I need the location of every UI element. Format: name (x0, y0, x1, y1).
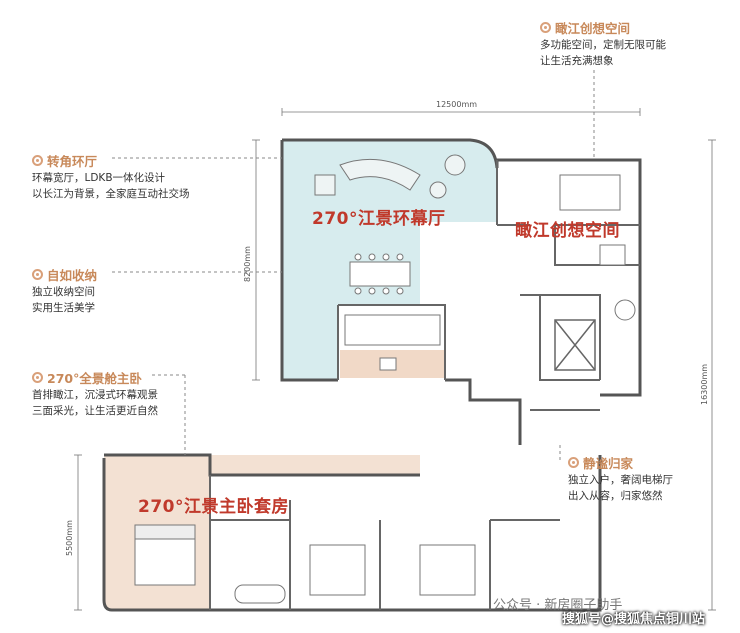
annotation-master-bedroom: 270°全景舱主卧 首排瞰江，沉浸式环幕观景 三面采光，让生活更近自然 (32, 368, 158, 419)
living-furniture (314, 154, 466, 199)
interior-walls (209, 160, 640, 610)
annotation-title: 静谧归家 (583, 456, 634, 471)
creative-room-furniture (559, 174, 636, 321)
room-label-master-suite: 270°江景主卧套房 (138, 497, 289, 517)
living-room-fill (282, 140, 497, 380)
elevator-core (554, 319, 596, 371)
annotation-line: 独立收纳空间 (32, 286, 95, 298)
watermark-sohu: 搜狐号@搜狐焦点铜川站 (562, 612, 706, 627)
watermark-wechat: 公众号 · 新房圈子助手 (493, 598, 623, 613)
bullet-ring-icon (32, 372, 43, 383)
dimension-total-depth: 16300mm (700, 363, 709, 405)
dining-table (349, 253, 411, 295)
annotation-title: 270°全景舱主卧 (47, 371, 142, 386)
bathtub (234, 584, 286, 604)
annotation-line: 以长江为背景，全家庭互动社交场 (32, 188, 190, 200)
annotation-storage: 自如收纳 独立收纳空间 实用生活美学 (32, 265, 97, 316)
annotation-corner-hall: 转角环厅 环幕宽厅，LDKB一体化设计 以长江为背景，全家庭互动社交场 (32, 151, 190, 202)
annotation-line: 环幕宽厅，LDKB一体化设计 (32, 172, 166, 184)
room-label-living: 270°江景环幕厅 (312, 209, 446, 229)
annotation-line: 独立入户，奢阔电梯厅 (568, 474, 673, 486)
annotation-creative-space: 瞰江创想空间 多功能空间，定制无限可能 让生活充满想象 (540, 18, 666, 69)
annotation-title: 瞰江创想空间 (555, 21, 631, 36)
secondary-beds (309, 544, 476, 596)
dimension-master-depth: 5500mm (65, 520, 74, 556)
master-bed (134, 524, 196, 586)
annotation-title: 转角环厅 (47, 154, 98, 169)
annotation-line: 首排瞰江，沉浸式环幕观景 (32, 389, 158, 401)
dimension-living-depth: 8200mm (243, 246, 252, 282)
bullet-ring-icon (32, 269, 43, 280)
annotation-line: 多功能空间，定制无限可能 (540, 39, 666, 51)
bullet-ring-icon (32, 155, 43, 166)
dimension-lines (74, 108, 716, 611)
master-window-fill (210, 455, 420, 475)
annotation-line: 出入从容，归家悠然 (568, 490, 663, 502)
annotation-line: 实用生活美学 (32, 302, 95, 314)
kitchen-detail (344, 314, 441, 371)
room-label-creative: 瞰江创想空间 (515, 221, 620, 241)
dimension-top-width: 12500mm (436, 100, 478, 109)
leader-lines (112, 70, 595, 460)
annotation-line: 让生活充满想象 (540, 55, 614, 67)
annotation-entry: 静谧归家 独立入户，奢阔电梯厅 出入从容，归家悠然 (568, 453, 673, 504)
bullet-ring-icon (540, 22, 551, 33)
annotation-line: 三面采光，让生活更近自然 (32, 405, 158, 417)
bullet-ring-icon (568, 457, 579, 468)
outer-walls (102, 138, 642, 612)
annotation-title: 自如收纳 (47, 268, 98, 283)
